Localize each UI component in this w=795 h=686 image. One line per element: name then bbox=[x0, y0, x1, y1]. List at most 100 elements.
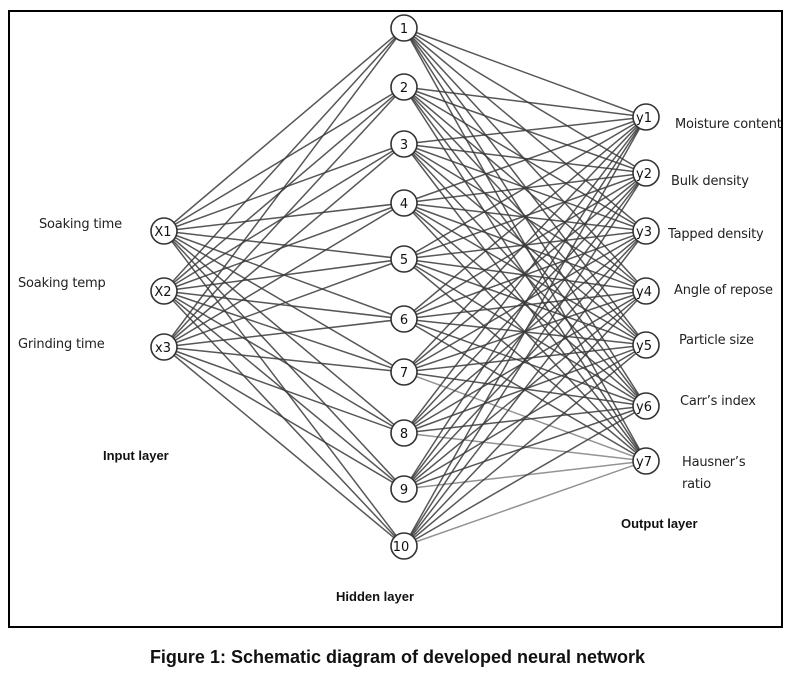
hidden-node-8: 8 bbox=[390, 419, 418, 447]
edge-h3-y1 bbox=[403, 116, 647, 145]
edge-h1-y5 bbox=[403, 27, 647, 346]
output-node-y1-circle bbox=[632, 103, 660, 131]
output-label-tapped-density: Tapped density bbox=[668, 227, 764, 242]
input-node-x1-circle bbox=[150, 217, 178, 245]
hidden-node-1-label: 1 bbox=[400, 22, 408, 37]
edge-x3-h6 bbox=[163, 318, 405, 348]
output-label-hausners-ratio-line1: Hausner’s bbox=[682, 455, 746, 470]
output-node-y3-circle bbox=[632, 217, 660, 245]
edge-h10-y6 bbox=[403, 405, 647, 547]
hidden-node-1-circle bbox=[390, 14, 418, 42]
edge-h6-y4 bbox=[403, 290, 647, 320]
edge-h10-y7 bbox=[403, 460, 647, 547]
edge-h10-y5 bbox=[403, 344, 647, 547]
edge-X1-h1 bbox=[163, 27, 405, 232]
edge-X2-h1 bbox=[163, 27, 405, 292]
hidden-node-3-label: 3 bbox=[400, 138, 408, 153]
edge-h10-y1 bbox=[403, 116, 647, 547]
hidden-node-10: 10 bbox=[390, 532, 418, 560]
edge-h9-y4 bbox=[403, 290, 647, 490]
edge-x3-h3 bbox=[163, 143, 405, 348]
edge-h9-y7 bbox=[403, 460, 647, 490]
hidden-node-9-label: 9 bbox=[400, 483, 408, 498]
hidden-node-8-circle bbox=[390, 419, 418, 447]
hidden-node-4-circle bbox=[390, 189, 418, 217]
connections bbox=[163, 27, 647, 547]
output-label-particle-size: Particle size bbox=[679, 333, 754, 348]
hidden-node-5-circle bbox=[390, 245, 418, 273]
edge-h2-y4 bbox=[403, 86, 647, 292]
edge-h7-y3 bbox=[403, 230, 647, 373]
hidden-node-6: 6 bbox=[390, 305, 418, 333]
output-node-y5: y5 bbox=[632, 331, 660, 359]
hidden-node-4: 4 bbox=[390, 189, 418, 217]
edge-h3-y2 bbox=[403, 143, 647, 174]
input-node-x2-circle bbox=[150, 277, 178, 305]
output-label-bulk-density: Bulk density bbox=[671, 174, 749, 189]
output-node-y4: y4 bbox=[632, 277, 660, 305]
edge-X2-h8 bbox=[163, 290, 405, 434]
output-label-carrs-index: Carr’s index bbox=[680, 394, 756, 409]
output-node-y7-label: y7 bbox=[636, 455, 652, 470]
edge-h4-y3 bbox=[403, 202, 647, 232]
output-node-y3: y3 bbox=[632, 217, 660, 245]
edge-h4-y1 bbox=[403, 116, 647, 204]
output-node-y6: y6 bbox=[632, 392, 660, 420]
hidden-node-10-label: 10 bbox=[393, 540, 410, 555]
edge-x3-h10 bbox=[163, 346, 405, 547]
edge-h6-y2 bbox=[403, 172, 647, 320]
hidden-node-3: 3 bbox=[390, 130, 418, 158]
edge-h6-y1 bbox=[403, 116, 647, 320]
output-label-hausners-ratio-line2: ratio bbox=[682, 477, 711, 492]
input-node-x2: X2 bbox=[150, 277, 178, 305]
output-node-y6-circle bbox=[632, 392, 660, 420]
output-label-moisture-content: Moisture content bbox=[675, 117, 781, 132]
edge-h8-y1 bbox=[403, 116, 647, 434]
output-node-y5-label: y5 bbox=[636, 339, 652, 354]
input-node-x3-label: x3 bbox=[155, 341, 171, 356]
edge-h1-y2 bbox=[403, 27, 647, 174]
edge-h4-y4 bbox=[403, 202, 647, 292]
input-label-soaking-temp: Soaking temp bbox=[18, 276, 106, 291]
input-node-x2-label: X2 bbox=[154, 285, 171, 300]
output-layer-title: Output layer bbox=[621, 516, 698, 531]
input-layer-title: Input layer bbox=[103, 448, 169, 463]
edge-x3-h8 bbox=[163, 346, 405, 434]
edge-h10-y2 bbox=[403, 172, 647, 547]
output-node-y6-label: y6 bbox=[636, 400, 652, 415]
hidden-node-7-label: 7 bbox=[400, 366, 408, 381]
edge-h9-y1 bbox=[403, 116, 647, 490]
output-node-y7-circle bbox=[632, 447, 660, 475]
output-node-y2-label: y2 bbox=[636, 167, 652, 182]
edge-x3-h2 bbox=[163, 86, 405, 348]
figure-caption: Figure 1: Schematic diagram of developed… bbox=[149, 647, 646, 667]
output-node-y2: y2 bbox=[632, 159, 660, 187]
hidden-node-7-circle bbox=[390, 358, 418, 386]
edge-h7-y2 bbox=[403, 172, 647, 373]
hidden-node-4-label: 4 bbox=[400, 197, 408, 212]
edge-x3-h1 bbox=[163, 27, 405, 348]
hidden-node-2-label: 2 bbox=[400, 81, 408, 96]
input-label-grinding-time: Grinding time bbox=[18, 337, 105, 352]
hidden-layer-title: Hidden layer bbox=[336, 589, 415, 604]
input-label-soaking-time: Soaking time bbox=[39, 217, 122, 232]
hidden-node-2: 2 bbox=[390, 73, 418, 101]
edge-h8-y4 bbox=[403, 290, 647, 434]
input-node-x1: X1 bbox=[150, 217, 178, 245]
output-node-y5-circle bbox=[632, 331, 660, 359]
output-label-angle-of-repose: Angle of repose bbox=[674, 283, 773, 298]
hidden-node-1: 1 bbox=[390, 14, 418, 42]
output-node-y4-circle bbox=[632, 277, 660, 305]
edge-h10-y3 bbox=[403, 230, 647, 547]
edge-x3-h4 bbox=[163, 202, 405, 348]
hidden-node-10-circle bbox=[390, 532, 418, 560]
hidden-node-6-label: 6 bbox=[400, 313, 408, 328]
edge-h2-y1 bbox=[403, 86, 647, 118]
edge-h5-y1 bbox=[403, 116, 647, 260]
edge-h10-y4 bbox=[403, 290, 647, 547]
edge-X2-h6 bbox=[163, 290, 405, 320]
hidden-node-8-label: 8 bbox=[400, 427, 408, 442]
hidden-node-6-circle bbox=[390, 305, 418, 333]
